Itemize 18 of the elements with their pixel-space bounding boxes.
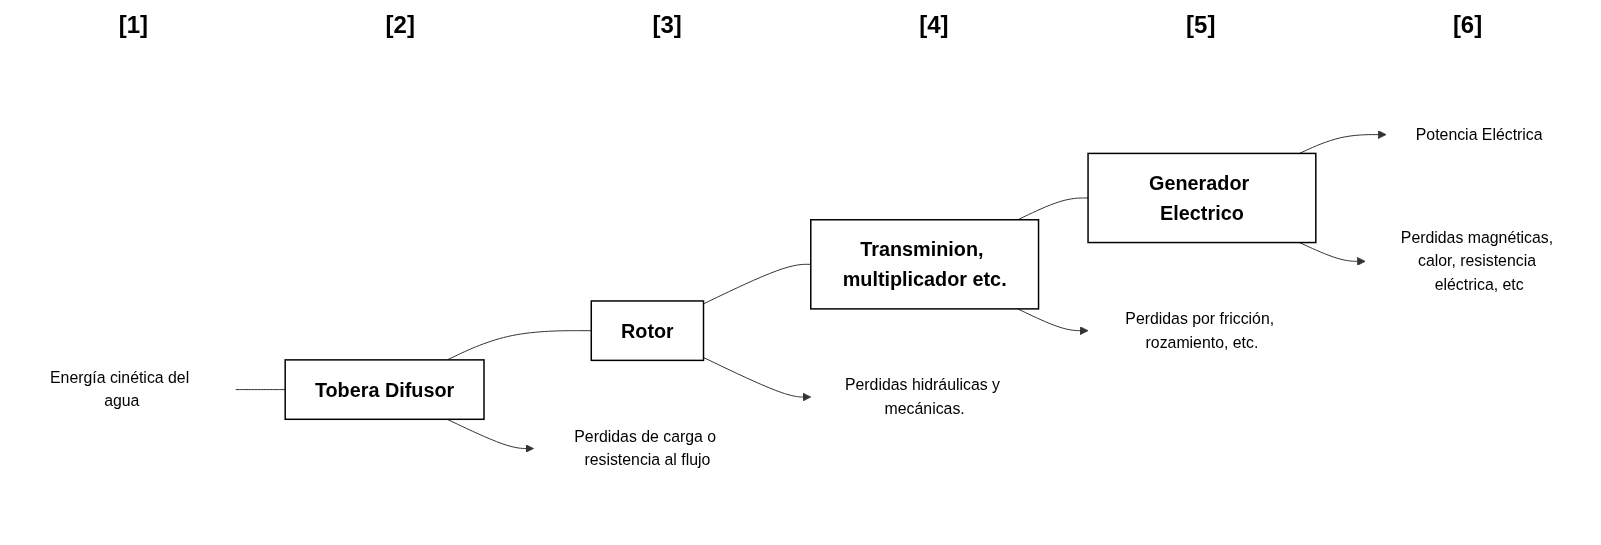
node-box: Rotor bbox=[590, 300, 705, 362]
callout-number: [6] bbox=[1452, 11, 1483, 39]
callout-number: [3] bbox=[652, 11, 682, 39]
node-box: Transminion, multiplicador etc. bbox=[810, 219, 1040, 310]
callout-number: [4] bbox=[919, 11, 949, 39]
node-text: Perdidas magnéticas, calor, resistencia eléctrica, etc bbox=[1400, 228, 1554, 294]
connector bbox=[1017, 197, 1089, 221]
node-box: Tobera Difusor bbox=[284, 359, 485, 421]
connector bbox=[235, 389, 286, 391]
callout-number: [5] bbox=[1186, 11, 1216, 39]
node-text: Energía cinética del agua bbox=[50, 368, 190, 410]
callout-number: [2] bbox=[385, 11, 415, 39]
node-text: Perdidas hidráulicas y mecánicas. bbox=[844, 376, 1000, 417]
node-text: Perdidas de carga o resistencia al flujo bbox=[574, 427, 717, 469]
node-text: Potencia Eléctrica bbox=[1415, 125, 1543, 143]
node-text: Perdidas por fricción, rozamiento, etc. bbox=[1125, 309, 1275, 351]
node-box: Generador Electrico bbox=[1087, 152, 1317, 244]
callout-number: [1] bbox=[118, 11, 149, 39]
